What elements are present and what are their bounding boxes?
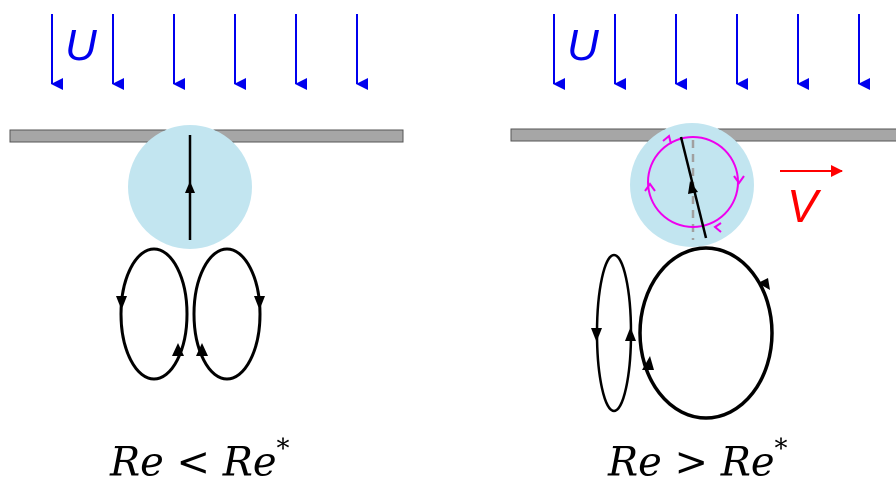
left-flow-label: U [65,24,97,68]
right-vortex-loop [194,249,260,379]
right-flow-arrows [554,14,859,84]
right-vortex-pair [597,248,772,418]
large-vortex-loop [640,248,772,418]
right-caption-star: * [775,434,788,464]
right-caption: Re > Re* [608,440,788,482]
small-vortex-loop [597,255,631,411]
loop-arrowhead [116,296,127,310]
left-caption-text: Re < Re [110,439,277,485]
left-vortex-loop [121,249,187,379]
loop-arrowhead [591,328,602,342]
right-caption-text: Re > Re [608,439,775,485]
right-panel [511,14,896,418]
left-caption-star: * [277,434,290,464]
loop-arrowhead [254,296,265,310]
right-vortex-arrowheads [591,278,770,370]
loop-arrowhead [625,327,636,341]
right-flow-label: U [567,24,599,68]
left-caption: Re < Re* [110,440,290,482]
left-vortex-pair [121,249,260,379]
left-flow-arrows [52,14,357,84]
velocity-label: V [787,183,818,229]
left-vortex-arrowheads [116,296,265,356]
